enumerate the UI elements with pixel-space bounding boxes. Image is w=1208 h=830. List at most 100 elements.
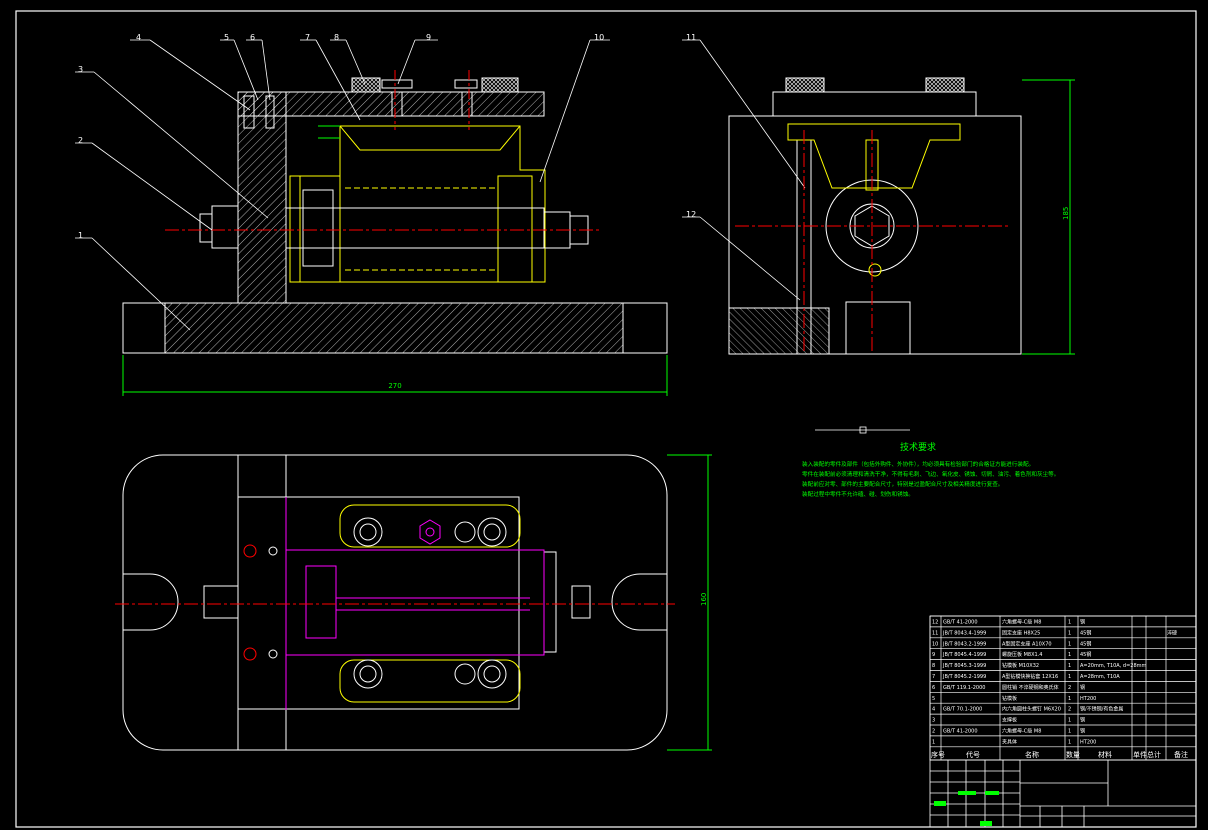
balloon-1: 1: [78, 231, 83, 240]
bom-cell-no: 7: [932, 674, 935, 680]
bom-cell-qty: 1: [1068, 620, 1071, 626]
bom-cell-qty: 1: [1068, 663, 1071, 669]
bom-cell-material: 钢: [1080, 728, 1085, 735]
bom-cell-material: A=20mm, T10A, d=28mm: [1080, 663, 1147, 669]
bom-cell-material: 45钢: [1080, 651, 1091, 658]
bom-cell-qty: 2: [1068, 685, 1071, 691]
tech-req-title: 技术要求: [900, 441, 936, 453]
bom-cell-name: 夹具体: [1002, 738, 1017, 745]
bom-cell-code: GB/T 41-2000: [943, 620, 978, 626]
bom-cell-qty: 1: [1068, 652, 1071, 658]
bom-cell-name: 钻模板 M10X32: [1002, 662, 1039, 669]
top-view: [115, 454, 712, 751]
bom-cell-code: GB/T 70.1-2000: [943, 707, 982, 713]
upright-section: [237, 91, 287, 304]
title-block-marks: [934, 791, 999, 826]
bom-cell-name: A型钻模快换钻套 12X16: [1002, 673, 1058, 680]
title-block: [929, 759, 1197, 828]
bom-cell-qty: 1: [1068, 729, 1071, 735]
bom-cell-material: 45钢: [1080, 640, 1091, 647]
bom-cell-no: 11: [932, 630, 938, 636]
balloon-4: 4: [136, 33, 141, 42]
bom-cell-code: JB/T 8045.3-1999: [942, 663, 986, 669]
bom-cell-code: JB/T 8043.4-1999: [942, 630, 986, 636]
tech-req-line-1: 装入装配的零件及部件（包括外购件、外协件），均必须具有检验部门的合格证方能进行装…: [802, 460, 1034, 468]
bom-header-cell: 总计: [1147, 750, 1161, 759]
bom-header-cell: 名称: [1025, 750, 1039, 759]
bom-header-cell: 数量: [1066, 750, 1080, 759]
bom-cell-qty: 2: [1068, 707, 1071, 713]
bom-cell-material: A=28mm, T10A: [1080, 674, 1120, 680]
sheet-border: [15, 10, 1197, 828]
bom-cell-no: 3: [932, 718, 935, 724]
balloon-11: 11: [686, 33, 696, 42]
bom-cell-material: 钢: [1080, 684, 1085, 691]
bom-cell-material: 钢: [1080, 619, 1085, 626]
bom-cell-name: 螺旋压板 M8X1.4: [1002, 651, 1042, 658]
tech-req-line-4: 装配过程中零件不允许磕、碰、划伤和锈蚀。: [802, 490, 914, 498]
drill-plate: [237, 91, 545, 117]
bom-cell-name: 六角螺母-C级 M8: [1002, 619, 1041, 626]
bom-cell-qty: 1: [1068, 641, 1071, 647]
tech-req-line-3: 装配前应对零、部件的主要配合尺寸，特别是过盈配合尺寸及相关精度进行复查。: [802, 480, 1003, 488]
top-outline: [122, 454, 668, 751]
bom-cell-code: GB/T 41-2000: [943, 729, 978, 735]
base-section: [164, 302, 624, 354]
bom-cell-material: HT200: [1080, 696, 1096, 702]
bom-cell-name: 六角螺母-C级 M8: [1002, 728, 1041, 735]
bom-cell-no: 6: [932, 685, 935, 691]
bom-cell-no: 2: [932, 729, 935, 735]
bom-header-cell: 代号: [966, 750, 980, 759]
bom-cell-material: 钢/不锈钢/有色金属: [1080, 706, 1123, 713]
bom-cell-code: GB/T 119.1-2000: [943, 685, 985, 691]
bom-cell-no: 12: [932, 620, 938, 626]
balloon-8: 8: [334, 33, 339, 42]
bom-cell-no: 1: [932, 739, 935, 745]
leader-lines: [75, 39, 806, 331]
front-view: [122, 70, 668, 396]
tech-req-line-2: 零件在装配前必须清理和清洗干净，不得有毛刺、飞边、氧化皮、锈蚀、切屑、油污、着色…: [802, 470, 1059, 478]
bom-cell-qty: 1: [1068, 696, 1071, 702]
bom-cell-qty: 1: [1068, 739, 1071, 745]
balloon-12: 12: [686, 210, 696, 219]
bom-header-cell: 单件: [1133, 750, 1147, 759]
balloon-3: 3: [78, 65, 83, 74]
bom-cell-name: A型固定支座 A10X70: [1002, 640, 1052, 647]
balloon-5: 5: [224, 33, 229, 42]
balloon-2: 2: [78, 136, 83, 145]
bom-cell-qty: 1: [1068, 630, 1071, 636]
balloon-6: 6: [250, 33, 255, 42]
bom-cell-code: JB/T 8045.2-1999: [942, 674, 986, 680]
bom-cell-note: 淬硬: [1167, 629, 1177, 636]
dim-side-height: 185: [1062, 207, 1070, 220]
dim-front-width: 270: [388, 382, 401, 390]
bom-cell-no: 4: [932, 707, 935, 713]
bom-cell-material: 钢: [1080, 717, 1085, 724]
bom-header-cell: 备注: [1174, 750, 1188, 759]
bom-cell-name: 内六角圆柱头螺钉 M6X20: [1002, 706, 1061, 713]
balloon-7: 7: [305, 33, 310, 42]
bom-cell-name: 支撑板: [1002, 717, 1017, 724]
bom-cell-no: 10: [932, 641, 938, 647]
bom-header-cell: 序号: [931, 750, 945, 759]
bom-cell-no: 8: [932, 663, 935, 669]
bom-cell-name: 钻模板: [1002, 695, 1017, 702]
bom-cell-material: HT200: [1080, 739, 1096, 745]
bom-cell-qty: 1: [1068, 674, 1071, 680]
bom-cell-code: JB/T 8045.4-1999: [942, 652, 986, 658]
bom-cell-qty: 1: [1068, 718, 1071, 724]
dim-top-height: 160: [700, 593, 708, 606]
balloon-10: 10: [594, 33, 604, 42]
bom-cell-no: 9: [932, 652, 935, 658]
part-balloons: 1 2 3 4 5 6 7 8 9 10 11 12: [78, 33, 696, 240]
side-plate: [772, 91, 977, 117]
side-view: [728, 77, 1075, 355]
bom-cell-name: 固定支座 H8X25: [1002, 629, 1040, 636]
bom-cell-name: 圆柱销 不淬硬钢和奥氏体: [1002, 684, 1059, 691]
balloon-9: 9: [426, 33, 431, 42]
tech-requirements: 技术要求 装入装配的零件及部件（包括外购件、外协件），均必须具有检验部门的合格证…: [802, 426, 1059, 498]
bom-cell-code: JB/T 8043.2-1999: [942, 641, 986, 647]
